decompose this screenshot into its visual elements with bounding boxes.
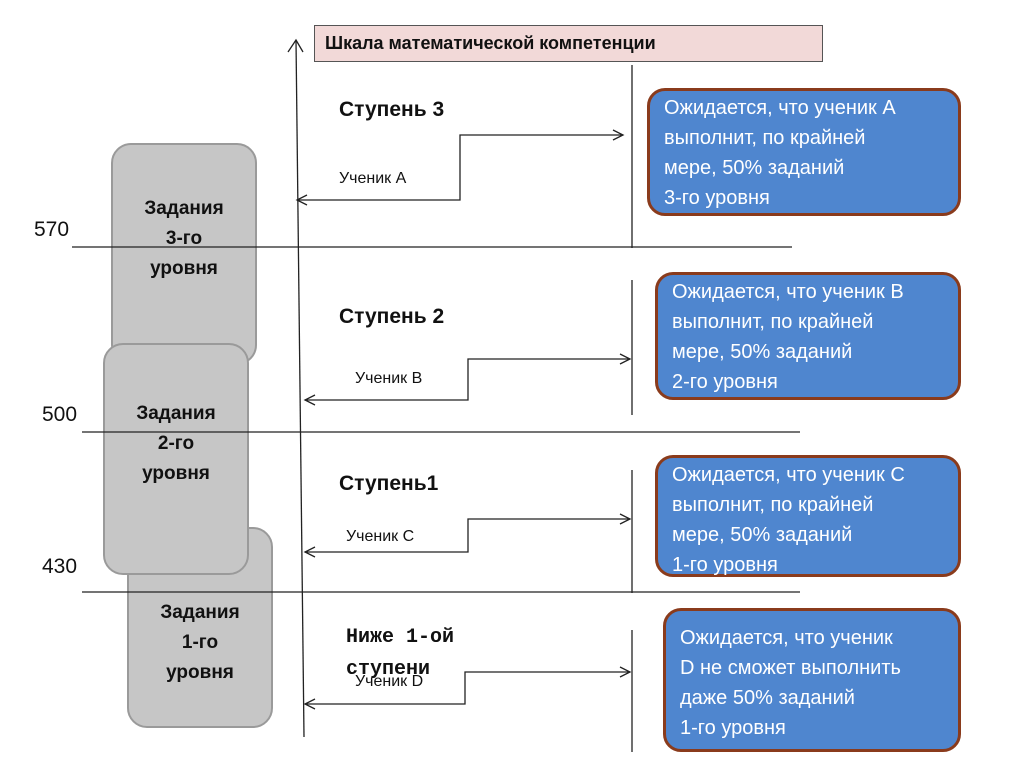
student-a-label: Ученик А xyxy=(339,170,407,187)
scale-axis-arrowhead xyxy=(287,38,304,53)
student-c-label: Ученик С xyxy=(346,528,415,545)
student-c-connector xyxy=(305,518,630,553)
scale-title: Шкала математической компетенции xyxy=(314,25,823,62)
expectation-bubble-b: Ожидается, что ученик В выполнит, по кра… xyxy=(655,272,961,400)
student-d-arrow-left xyxy=(303,698,316,710)
score-570: 570 xyxy=(34,218,70,241)
student-d-arrow-right xyxy=(619,666,632,678)
stage-2-label: Ступень 2 xyxy=(339,305,445,328)
task-box-level3-label: Задания 3-го уровня xyxy=(144,198,224,279)
stage-3-label: Ступень 3 xyxy=(339,98,445,121)
task-box-level1-label: Задания 1-го уровня xyxy=(160,601,240,683)
student-a-connector xyxy=(297,134,623,201)
task-box-level3: Задания 3-го уровня xyxy=(111,143,257,365)
student-b-arrow-left xyxy=(303,394,316,406)
student-d-label: Ученик D xyxy=(355,673,424,690)
student-d-connector xyxy=(305,671,630,705)
student-b-arrow-right xyxy=(619,353,632,365)
student-c-arrow-left xyxy=(303,546,316,558)
score-430: 430 xyxy=(42,555,78,578)
student-b-connector xyxy=(305,358,630,401)
stage-below-1-label: Ниже 1-ой ступени xyxy=(346,626,455,681)
task-box-level2-label: Задания 2-го уровня xyxy=(136,403,216,484)
expectation-bubble-d: Ожидается, что ученик D не сможет выполн… xyxy=(663,608,961,752)
scale-axis xyxy=(295,39,305,738)
student-a-arrow-left xyxy=(295,194,308,206)
task-box-level2: Задания 2-го уровня xyxy=(103,343,249,575)
score-500: 500 xyxy=(42,403,78,426)
student-c-arrow-right xyxy=(619,513,632,525)
expectation-bubble-c: Ожидается, что ученик С выполнит, по кра… xyxy=(655,455,961,577)
expectation-bubble-a: Ожидается, что ученик А выполнит, по кра… xyxy=(647,88,961,216)
stage-1-label: Ступень1 xyxy=(339,472,439,495)
student-b-label: Ученик В xyxy=(355,370,423,387)
student-a-arrow-right xyxy=(612,129,625,141)
